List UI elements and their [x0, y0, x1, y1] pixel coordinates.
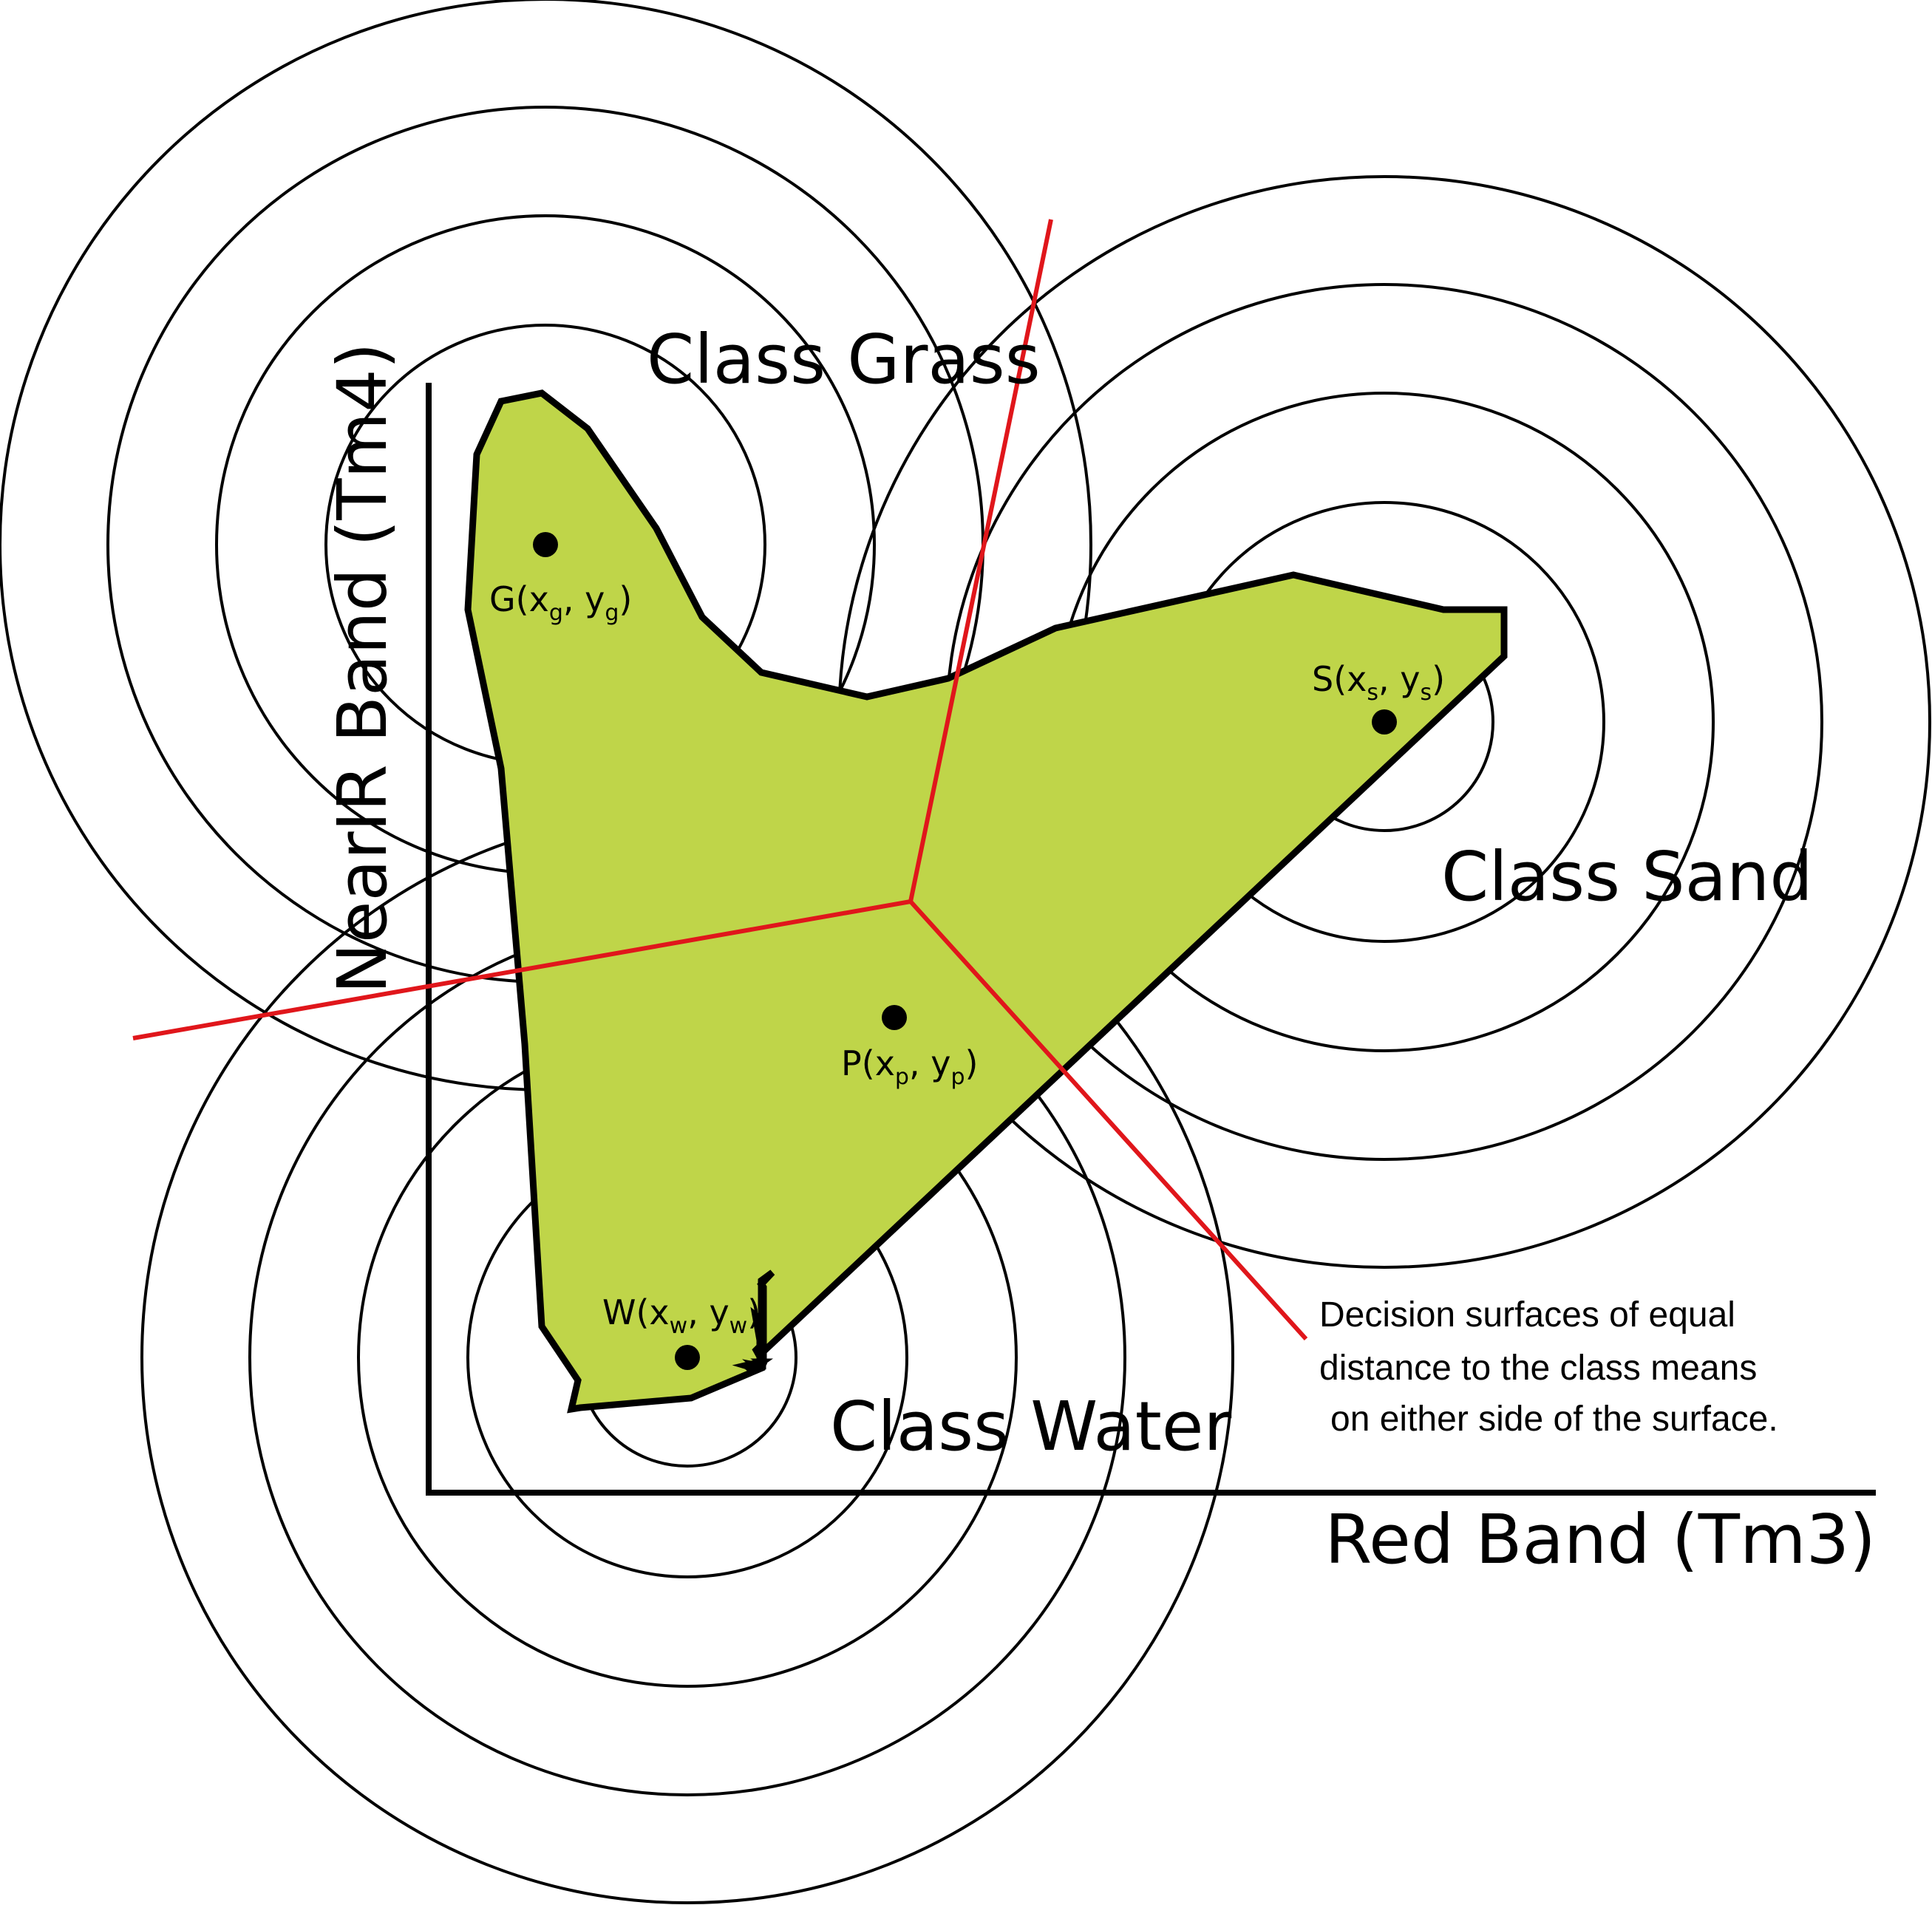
feature-space-region [464, 389, 1508, 1414]
class-grass-label: Class Grass [647, 320, 1041, 399]
grass-mean-point [533, 532, 558, 557]
sand-water-decision-line [908, 899, 1308, 1341]
sand-mean-label: S(xs, ys) [1312, 659, 1445, 706]
water-x-subscript: w [670, 1313, 688, 1339]
water-mean-symbol: W [602, 1292, 636, 1332]
sand-mean-point [1372, 709, 1397, 735]
unknown-pixel-point [882, 1005, 907, 1030]
unknown-pixel-label: P(xp, yp) [841, 1043, 978, 1090]
sand-x-subscript: s [1367, 680, 1378, 706]
unknown-y-subscript: p [950, 1064, 965, 1090]
grass-mean-label: G(xg, yg) [489, 579, 632, 626]
x-axis-label: Red Band (Tm3) [1324, 1500, 1876, 1579]
water-y-subscript: w [729, 1313, 748, 1339]
water-mean-point [675, 1345, 700, 1370]
y-axis-label: NearIR Band (Tm4) [323, 342, 402, 994]
class-water-label: Class Water [830, 1387, 1231, 1466]
grass-y-subscript: g [605, 600, 619, 626]
unknown-x-subscript: p [895, 1064, 909, 1090]
annotation-line-2: distance to the class means [1319, 1349, 1757, 1388]
decision-surface-annotation: Decision surfaces of equal distance to t… [1319, 1295, 1778, 1439]
feature-space-axes [426, 383, 1876, 1496]
water-mean-label: W(xw, yw) [602, 1292, 761, 1339]
sand-y-subscript: s [1420, 680, 1432, 706]
grass-x-subscript: g [549, 600, 563, 626]
annotation-line-1: Decision surfaces of equal [1319, 1295, 1735, 1335]
class-sand-label: Class Sand [1441, 837, 1813, 916]
grass-water-decision-line [132, 899, 911, 1040]
sand-mean-symbol: S [1312, 659, 1333, 699]
grass-sand-decision-line [908, 219, 1053, 902]
grass-mean-symbol: G [489, 579, 516, 619]
unknown-pixel-symbol: P [841, 1043, 862, 1083]
decision-surfaces [132, 219, 1308, 1341]
annotation-line-3: on either side of the surface. [1330, 1400, 1778, 1439]
